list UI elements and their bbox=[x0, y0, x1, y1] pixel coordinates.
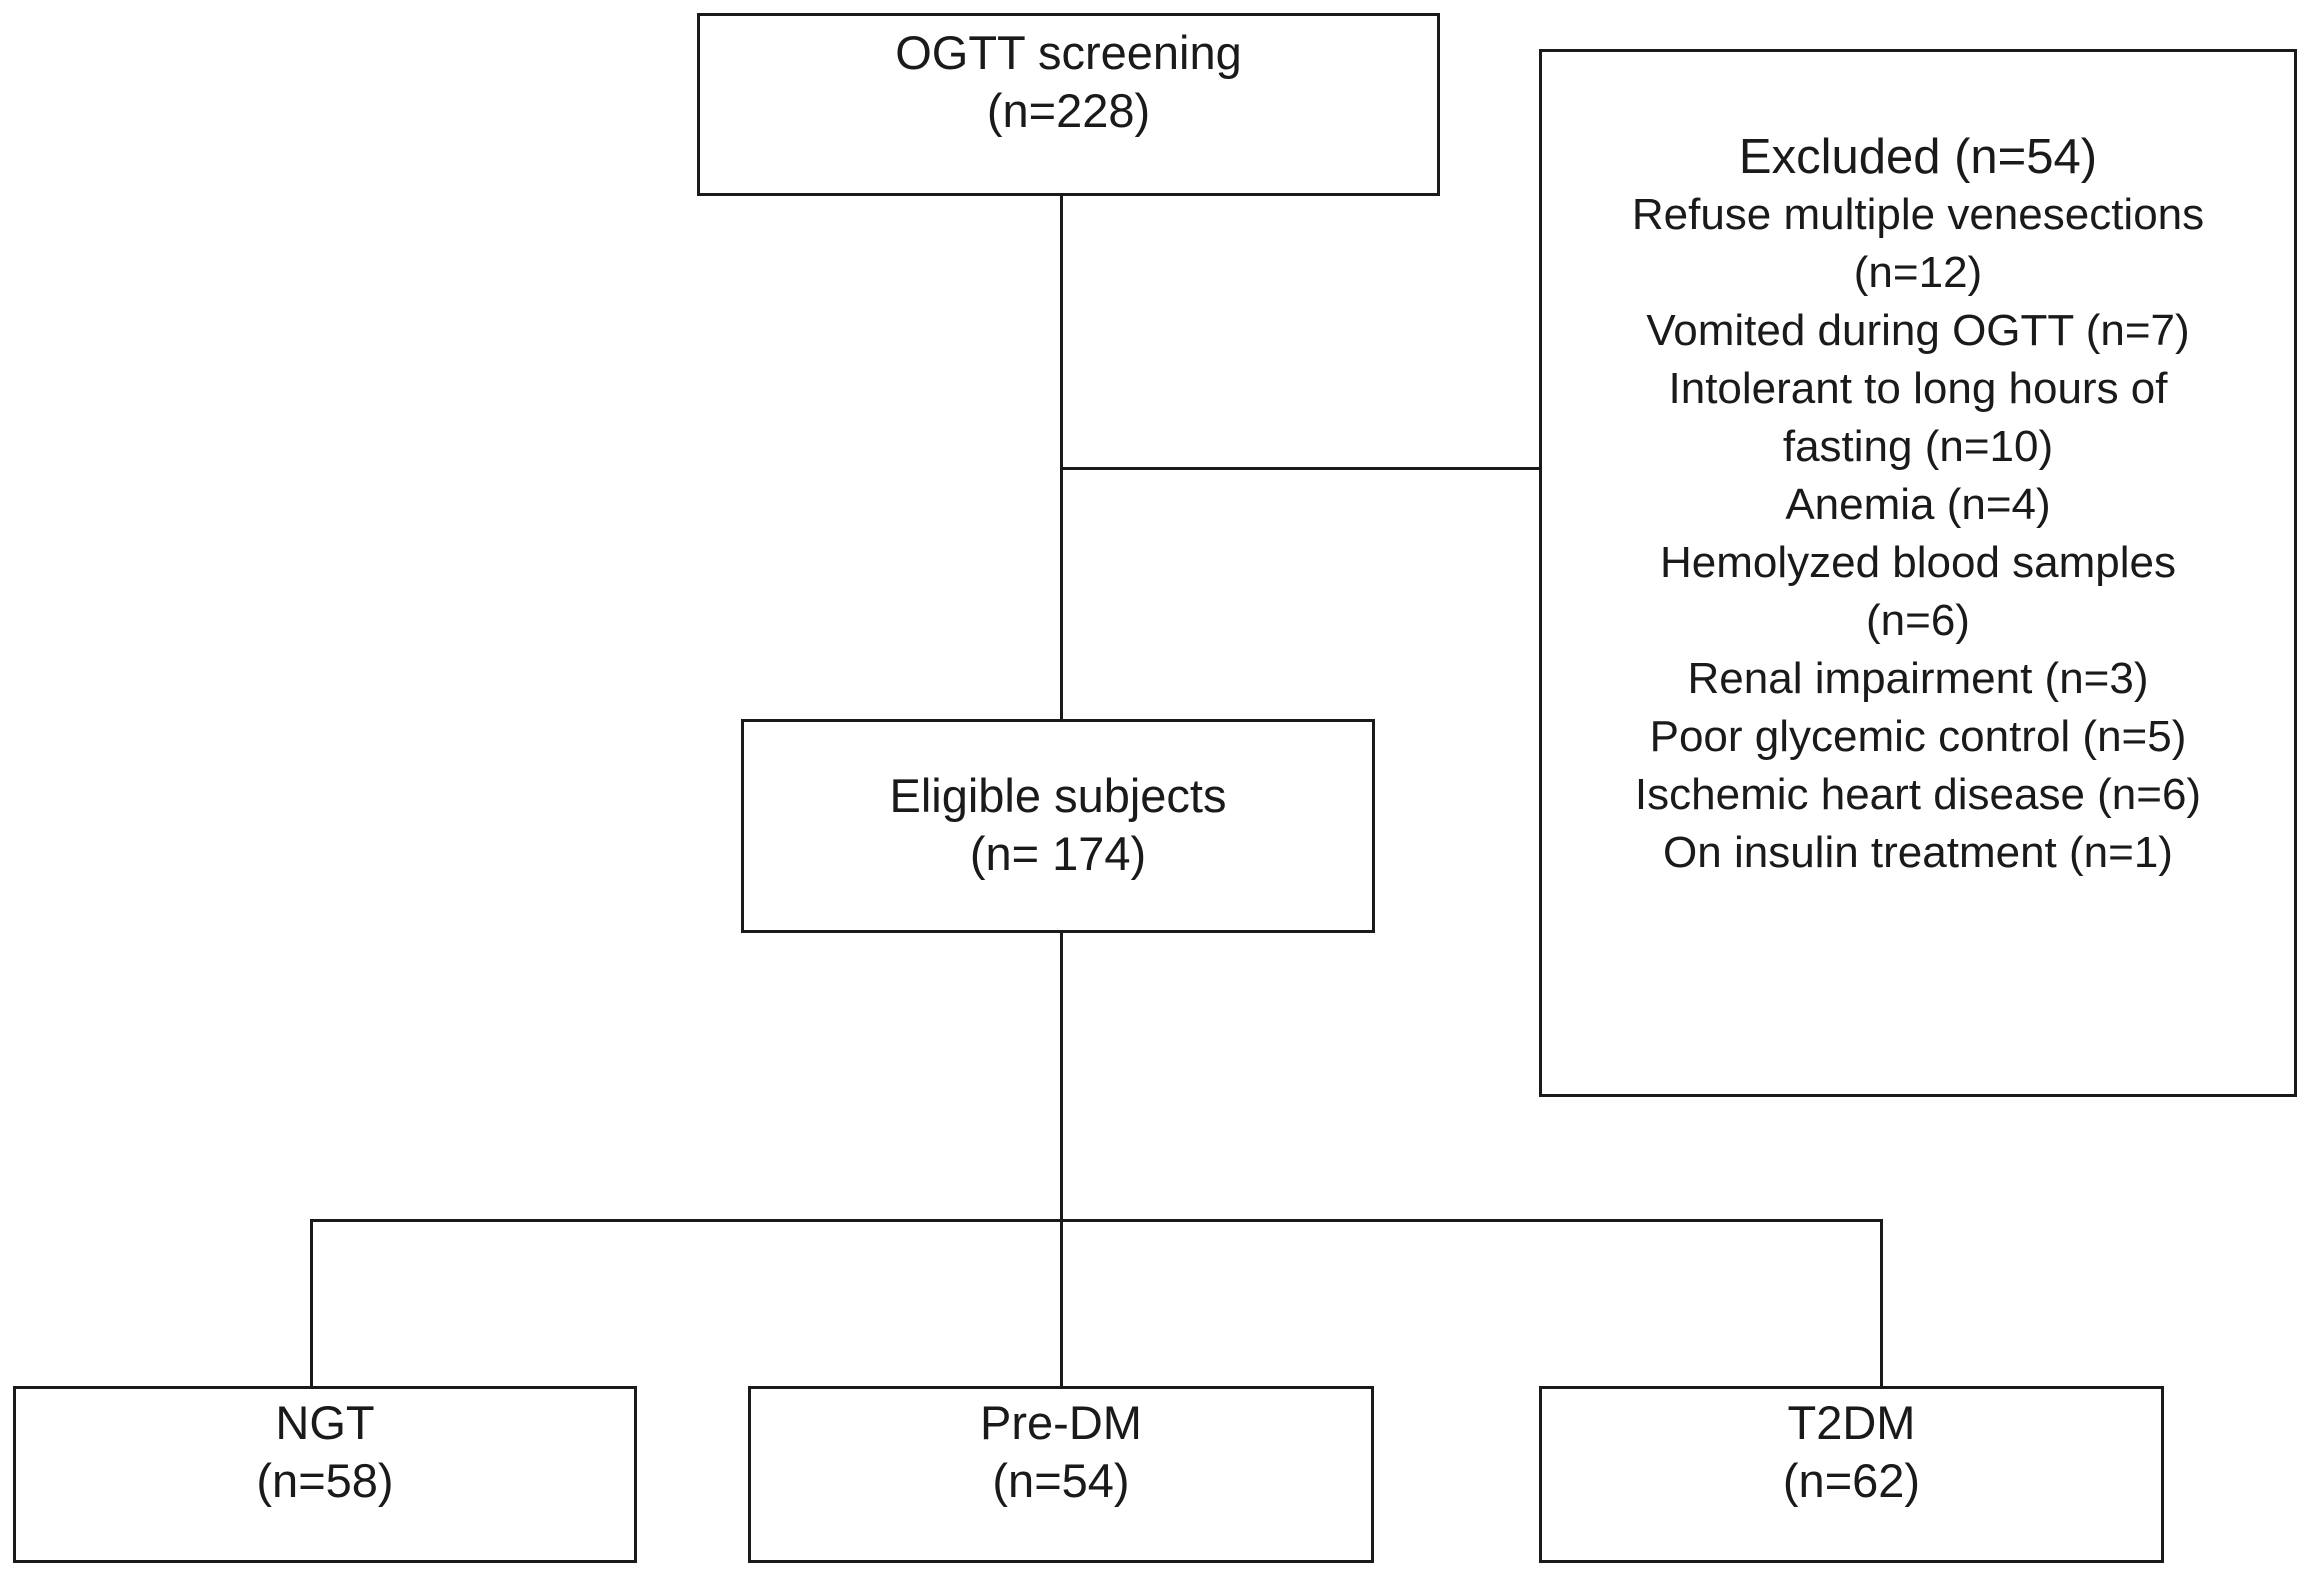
group-box-t2dm: T2DM (n=62) bbox=[1539, 1386, 2164, 1563]
excluded-reason: Poor glycemic control (n=5) bbox=[1649, 712, 2187, 761]
excluded-reason: (n=6) bbox=[1866, 596, 1970, 645]
connector-to-ngt bbox=[310, 1219, 313, 1389]
excluded-reason: (n=12) bbox=[1853, 248, 1983, 297]
group-label: NGT bbox=[275, 1396, 375, 1449]
eligible-count: (n= 174) bbox=[969, 827, 1147, 880]
eligible-label: Eligible subjects bbox=[889, 769, 1227, 822]
excluded-reason: Vomited during OGTT (n=7) bbox=[1646, 306, 2190, 355]
excluded-box: Excluded (n=54) Refuse multiple venesect… bbox=[1539, 49, 2297, 1097]
connector-screening-to-eligible bbox=[1060, 193, 1063, 723]
excluded-reason: Hemolyzed blood samples bbox=[1659, 538, 2177, 587]
group-label: Pre-DM bbox=[980, 1396, 1142, 1449]
excluded-reason: Refuse multiple venesections bbox=[1631, 190, 2205, 239]
excluded-reason: fasting (n=10) bbox=[1782, 422, 2054, 471]
screening-label: OGTT screening bbox=[895, 26, 1242, 79]
group-box-ngt: NGT (n=58) bbox=[13, 1386, 637, 1563]
excluded-reason: On insulin treatment (n=1) bbox=[1663, 828, 2173, 877]
excluded-reason: Renal impairment (n=3) bbox=[1687, 654, 2149, 703]
excluded-title: Excluded (n=54) bbox=[1738, 130, 2098, 184]
group-label: T2DM bbox=[1787, 1396, 1916, 1449]
group-count: (n=62) bbox=[1782, 1454, 1921, 1507]
connector-to-pre-dm bbox=[1060, 1219, 1063, 1389]
excluded-reason: Anemia (n=4) bbox=[1785, 480, 2051, 529]
connector-to-excluded bbox=[1060, 467, 1542, 470]
group-box-pre-dm: Pre-DM (n=54) bbox=[748, 1386, 1374, 1563]
group-count: (n=54) bbox=[992, 1454, 1130, 1507]
connector-group-branch bbox=[310, 1219, 1883, 1222]
eligible-box: Eligible subjects (n= 174) bbox=[741, 719, 1375, 933]
excluded-reason: Ischemic heart disease (n=6) bbox=[1634, 770, 2202, 819]
connector-to-t2dm bbox=[1880, 1219, 1883, 1389]
connector-eligible-to-groups bbox=[1060, 931, 1063, 1222]
excluded-reason: Intolerant to long hours of bbox=[1668, 364, 2168, 413]
screening-count: (n=228) bbox=[986, 84, 1151, 137]
screening-box: OGTT screening (n=228) bbox=[697, 13, 1440, 196]
group-count: (n=58) bbox=[256, 1454, 394, 1507]
